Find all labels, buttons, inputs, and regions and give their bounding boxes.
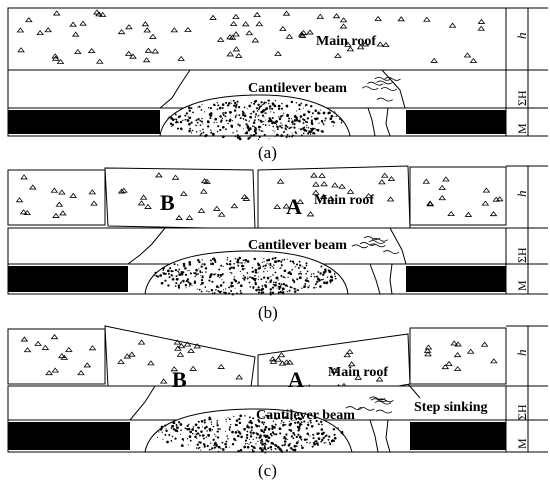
caption-a: (a) — [258, 143, 277, 162]
cantilever-beam-label: Cantilever beam — [248, 238, 347, 253]
fracture-line-left — [129, 385, 156, 421]
step-sinking-label: Step sinking — [414, 400, 488, 415]
main-roof-label: Main roof — [314, 193, 374, 208]
panel-a: Main roof Cantilever beam h ΣH M (a) — [7, 7, 548, 162]
roof-block-right — [409, 166, 507, 226]
main-roof-label: Main roof — [316, 34, 376, 49]
main-roof-label: Main roof — [328, 365, 388, 380]
dimension-column: h ΣH M — [506, 7, 548, 137]
fracture-line-left — [159, 69, 191, 109]
caved-rock-dots — [153, 256, 337, 296]
fracture-line-right — [369, 419, 391, 453]
coal-right — [406, 110, 506, 134]
block-a-label: A — [286, 194, 302, 219]
caved-rock-dots — [167, 99, 344, 141]
rock-texture — [423, 340, 498, 372]
fracture-line-right — [367, 69, 406, 137]
block-b-label: B — [160, 190, 175, 215]
rock-texture — [273, 172, 396, 217]
coal-right — [410, 422, 506, 450]
coal-left — [8, 266, 128, 292]
fractured-rock-hatch — [351, 236, 400, 254]
dimension-column: h ΣH M — [506, 325, 548, 453]
main-roof-layer — [7, 7, 507, 71]
dim-m: M — [515, 438, 529, 449]
caved-rock-dots — [156, 414, 344, 454]
rock-texture — [15, 174, 98, 218]
rock-texture — [117, 172, 251, 220]
step-sinking-leader — [407, 383, 421, 399]
dim-h: h — [514, 191, 529, 198]
fractured-rock-hatch — [361, 76, 401, 102]
block-b-label: B — [172, 367, 187, 392]
fracture-line-right — [369, 227, 407, 295]
rock-texture — [16, 9, 486, 64]
coal-right — [406, 266, 506, 292]
dim-h: h — [514, 350, 529, 357]
panel-c: B A Main roof Cantilever beam Step sinki… — [7, 325, 548, 480]
rock-texture — [117, 339, 243, 384]
roof-block-left — [7, 169, 106, 226]
panel-b: B A Main roof Cantilever beam h ΣH M (b) — [7, 165, 548, 322]
dim-sum-h: ΣH — [515, 90, 529, 106]
fracture-line-left — [127, 227, 166, 265]
dim-sum-h: ΣH — [515, 247, 529, 263]
caption-b: (b) — [258, 303, 278, 322]
cantilever-beam-label: Cantilever beam — [256, 408, 355, 423]
block-a-label: A — [288, 367, 304, 392]
rock-texture — [20, 334, 97, 376]
fractured-rock-hatch — [345, 396, 394, 414]
cantilever-beam-label: Cantilever beam — [248, 81, 347, 96]
coal-left — [8, 422, 130, 450]
dim-m: M — [515, 280, 529, 291]
rock-texture — [422, 176, 504, 217]
caption-c: (c) — [258, 461, 277, 480]
roof-block-left — [7, 328, 106, 385]
dim-m: M — [515, 123, 529, 134]
coal-left — [8, 110, 160, 134]
dimension-column: h ΣH M — [506, 165, 548, 295]
dim-sum-h: ΣH — [515, 404, 529, 420]
dim-h: h — [514, 33, 529, 40]
